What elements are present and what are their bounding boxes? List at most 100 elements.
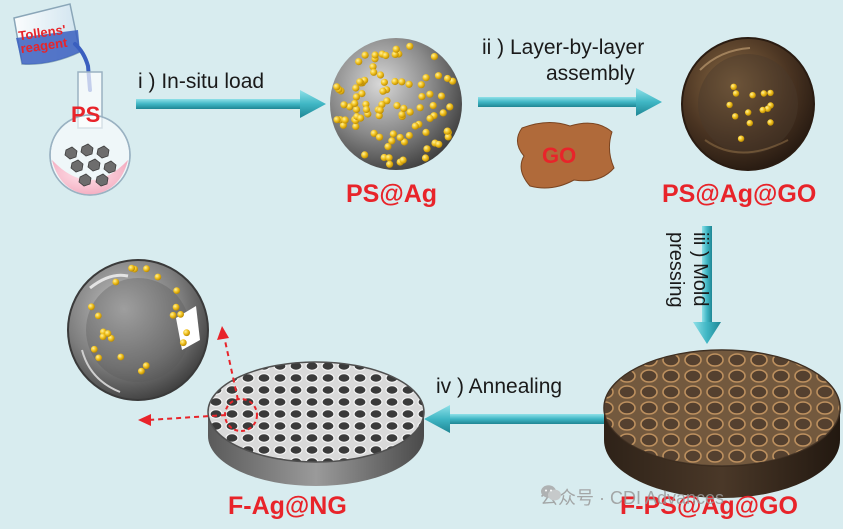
ag-nanoparticle: [333, 83, 341, 91]
ag-nanoparticle: [443, 127, 452, 135]
ps-particles: [64, 143, 117, 187]
ag-nanoparticle: [355, 58, 363, 66]
ag-nanoparticle: [183, 329, 191, 337]
ag-nanoparticle: [421, 154, 430, 162]
watermark: 公众号 · CDI Advances: [540, 484, 724, 510]
ag-nanoparticle: [90, 345, 98, 353]
ag-nanoparticle: [405, 80, 413, 88]
ag-nanoparticle: [112, 278, 120, 286]
ag-nanoparticle: [362, 100, 370, 108]
ag-nanoparticle: [439, 109, 447, 117]
ag-nanoparticle: [385, 154, 393, 162]
ag-nanoparticle: [169, 311, 177, 319]
ag-nanoparticle: [88, 303, 95, 311]
ag-nanoparticle: [406, 42, 414, 50]
ag-nanoparticle: [764, 105, 771, 112]
ag-nanoparticle: [426, 90, 434, 98]
ag-nanoparticle: [352, 122, 360, 130]
ag-nanoparticle: [749, 92, 756, 99]
ag-nanoparticle: [379, 87, 387, 95]
ag-nanoparticle: [398, 78, 406, 86]
ag-nanoparticle: [726, 101, 733, 109]
arrow-step3: [693, 226, 721, 344]
ag-nanoparticle: [361, 51, 369, 59]
ag-nanoparticle: [370, 68, 378, 76]
ag-nanoparticle: [128, 264, 136, 272]
ag-nanoparticle: [352, 93, 360, 101]
wechat-icon: [541, 485, 561, 501]
ag-nanoparticle: [356, 78, 364, 86]
ag-nanoparticle: [361, 151, 369, 159]
ag-nanoparticle: [418, 93, 426, 101]
ag-nanoparticle: [426, 114, 434, 123]
ag-nanoparticle: [767, 89, 774, 97]
ag-nanoparticle: [376, 106, 384, 114]
ag-nanoparticle: [154, 273, 162, 281]
ag-nanoparticle: [104, 330, 112, 337]
ag-nanoparticle: [437, 92, 446, 100]
ag-nanoparticle: [340, 101, 348, 109]
ag-nanoparticle: [358, 90, 366, 98]
ps-ag-go-label: PS@Ag@GO: [662, 180, 817, 208]
ag-nanoparticle: [759, 106, 766, 114]
ag-nanoparticle: [396, 133, 404, 142]
go-sheet: [517, 122, 615, 189]
ag-nanoparticle: [380, 78, 388, 86]
f-ps-ag-go-disk: [603, 349, 841, 498]
ag-nanoparticle: [760, 90, 768, 97]
ag-nanoparticle: [389, 130, 397, 138]
ag-nanoparticle: [732, 113, 739, 120]
ag-nanoparticle: [429, 102, 437, 110]
step2-label-line2: assembly: [546, 62, 635, 85]
ag-nanoparticle: [143, 265, 150, 273]
ag-nanoparticle: [446, 103, 454, 111]
ag-nanoparticle: [138, 367, 145, 375]
ag-nanoparticle: [94, 312, 102, 320]
step2-label-line1: ii ) Layer-by-layer: [482, 36, 645, 59]
ps-ag-label: PS@Ag: [346, 180, 438, 208]
step1-label: i ) In-situ load: [138, 70, 265, 93]
ag-nanoparticle: [173, 287, 181, 294]
ag-nanoparticle: [416, 104, 424, 112]
ag-nanoparticle: [352, 84, 360, 92]
ag-nanoparticle: [398, 110, 406, 119]
ag-nanoparticle: [386, 160, 394, 168]
ag-nanoparticle: [352, 105, 361, 114]
ag-nanoparticle: [357, 114, 365, 122]
tollens-beaker: [13, 3, 92, 92]
ag-nanoparticle: [392, 45, 400, 53]
ag-nanoparticle: [400, 138, 408, 146]
ag-nanoparticle: [444, 133, 452, 141]
flask: [49, 71, 131, 196]
ag-nanoparticle: [411, 122, 419, 130]
arrow-step2: [478, 88, 662, 116]
ag-nanoparticle: [443, 74, 452, 83]
ag-nanoparticle: [177, 311, 185, 318]
ag-nanoparticle: [333, 116, 341, 124]
go-label: GO: [542, 143, 577, 168]
ag-nanoparticle: [406, 108, 414, 116]
ag-nanoparticle: [341, 116, 349, 124]
ag-nanoparticle: [745, 109, 752, 116]
ag-nanoparticle: [172, 303, 180, 311]
ag-nanoparticle: [388, 137, 396, 145]
ag-nanoparticle: [737, 135, 745, 142]
ag-nanoparticle: [371, 51, 379, 59]
ag-nanoparticle: [417, 81, 425, 89]
ag-nanoparticle: [405, 131, 413, 140]
ag-nanoparticle: [99, 333, 107, 341]
f-ag-ng-disk: [207, 361, 425, 486]
ps-ag-go-sphere: [681, 37, 815, 171]
zoom-arrows: [147, 335, 239, 421]
ag-nanoparticle: [351, 99, 359, 107]
ag-nanoparticle: [422, 128, 430, 136]
ag-nanoparticle: [435, 140, 443, 148]
ps-label: PS: [71, 102, 101, 127]
watermark-text: 公众号 · CDI Advances: [540, 488, 725, 508]
ag-nanoparticle: [370, 129, 378, 137]
ag-nanoparticle: [732, 90, 740, 97]
ag-nanoparticle: [382, 51, 390, 60]
ag-nanoparticle: [107, 334, 115, 342]
